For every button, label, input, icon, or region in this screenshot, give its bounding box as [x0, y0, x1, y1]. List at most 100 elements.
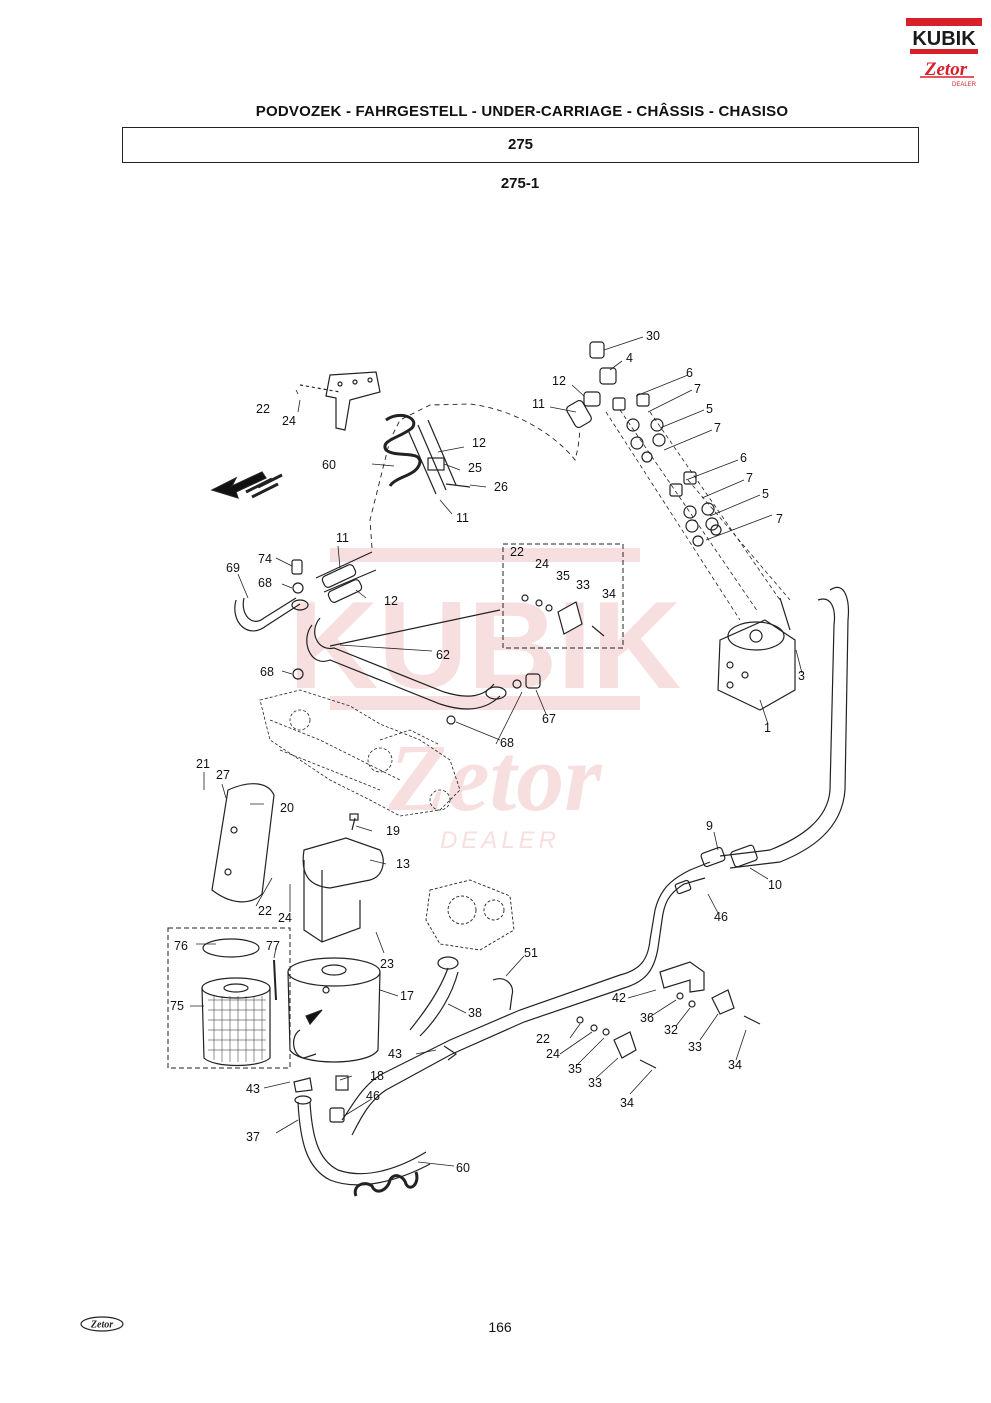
callout-1: 1 — [764, 721, 771, 735]
callout-74: 74 — [258, 552, 272, 566]
callout-22: 22 — [256, 402, 270, 416]
hydraulic-pump — [425, 879, 515, 951]
callout-7d: 7 — [776, 512, 783, 526]
callout-35: 35 — [556, 569, 570, 583]
zetor-footer-logo: Zetor — [80, 1316, 124, 1332]
callout-26: 26 — [494, 480, 508, 494]
callout-22b: 22 — [510, 545, 524, 559]
callout-32: 32 — [664, 1023, 678, 1037]
callout-34: 34 — [602, 587, 616, 601]
callout-46: 46 — [714, 910, 728, 924]
callout-leaders — [190, 336, 803, 1167]
pipe-brackets — [576, 961, 761, 1069]
callout-21: 21 — [196, 757, 210, 771]
zetor-logo-text: Zetor — [924, 59, 968, 80]
watermark-dealer-text: DEALER — [440, 827, 560, 854]
callout-68: 68 — [258, 576, 272, 590]
filter-element-kit — [167, 927, 291, 1069]
callout-17: 17 — [400, 989, 414, 1003]
callout-34c: 34 — [620, 1096, 634, 1110]
callout-6: 6 — [686, 366, 693, 380]
hydraulic-pipes-right — [341, 586, 850, 1136]
callout-11c: 11 — [336, 531, 349, 545]
callout-68c: 68 — [500, 736, 514, 750]
callout-62: 62 — [436, 648, 450, 662]
callout-33: 33 — [576, 578, 590, 592]
page-number: 166 — [488, 1319, 512, 1335]
callout-27: 27 — [216, 768, 230, 782]
callout-43b: 43 — [246, 1082, 260, 1096]
footer-zetor-text: Zetor — [90, 1320, 113, 1331]
callout-24b: 24 — [535, 557, 549, 571]
callout-33c: 33 — [588, 1076, 602, 1090]
callout-11b: 11 — [456, 511, 469, 525]
callout-76: 76 — [174, 939, 188, 953]
direction-arrow-icon — [210, 471, 283, 499]
callout-37: 37 — [246, 1130, 260, 1144]
callout-35b: 35 — [568, 1062, 582, 1076]
callout-77: 77 — [266, 939, 280, 953]
callout-22c: 22 — [258, 904, 272, 918]
callout-33b: 33 — [688, 1040, 702, 1054]
callout-12b: 12 — [472, 436, 486, 450]
callout-12: 12 — [552, 374, 566, 388]
subgroup-number: 275-1 — [500, 175, 540, 192]
callout-46b: 46 — [366, 1089, 380, 1103]
callout-11: 11 — [532, 397, 545, 411]
callout-24d: 24 — [546, 1047, 560, 1061]
callout-6b: 6 — [740, 451, 747, 465]
group-box: 275 — [122, 127, 919, 163]
hose-assembly-62 — [234, 403, 581, 725]
callout-3: 3 — [798, 669, 805, 683]
callout-24: 24 — [282, 414, 296, 428]
callout-18: 18 — [370, 1069, 384, 1083]
dealer-logo-text: DEALER — [952, 82, 977, 88]
callout-42: 42 — [612, 991, 626, 1005]
callout-4: 4 — [626, 351, 633, 365]
callout-7: 7 — [694, 382, 701, 396]
callout-5b: 5 — [762, 487, 769, 501]
callout-22d: 22 — [536, 1032, 550, 1046]
callout-9: 9 — [706, 819, 713, 833]
group-number: 275 — [507, 136, 534, 153]
callout-69: 69 — [226, 561, 240, 575]
callout-numbers: 30 4 12 11 6 7 5 7 6 7 5 7 22 24 12 60 2… — [170, 329, 805, 1175]
callout-30: 30 — [646, 329, 660, 343]
dealer-watermark: KUBIK Zetor DEALER — [289, 548, 682, 854]
callout-13: 13 — [396, 857, 410, 871]
callout-10: 10 — [768, 878, 782, 892]
callout-60b: 60 — [456, 1161, 470, 1175]
callout-12c: 12 — [384, 594, 398, 608]
valve-fittings-group — [566, 341, 791, 621]
kubik-logo-text: KUBIK — [912, 28, 976, 50]
spiral-guard-60-lower — [353, 1171, 419, 1197]
steering-unit — [717, 597, 796, 711]
kubik-zetor-dealer-logo: KUBIK Zetor DEALER — [906, 18, 982, 88]
hydraulic-filter-17 — [287, 957, 381, 1063]
callout-68b: 68 — [260, 665, 274, 679]
upper-bracket — [299, 371, 471, 495]
callout-20: 20 — [280, 801, 294, 815]
page-heading: PODVOZEK - FAHRGESTELL - UNDER-CARRIAGE … — [255, 103, 789, 120]
callout-7c: 7 — [746, 471, 753, 485]
callout-75: 75 — [170, 999, 184, 1013]
callout-67: 67 — [542, 712, 556, 726]
callout-38: 38 — [468, 1006, 482, 1020]
callout-60: 60 — [322, 458, 336, 472]
heat-shield-20 — [211, 783, 275, 903]
callout-7b: 7 — [714, 421, 721, 435]
filter-clamp-bracket-13 — [302, 813, 384, 943]
callout-25: 25 — [468, 461, 482, 475]
callout-5: 5 — [706, 402, 713, 416]
callout-43: 43 — [388, 1047, 402, 1061]
callout-34b: 34 — [728, 1058, 742, 1072]
watermark-kubik-text: KUBIK — [289, 577, 682, 715]
callout-36: 36 — [640, 1011, 654, 1025]
clamp-detail-box — [329, 543, 624, 649]
callout-51: 51 — [524, 946, 538, 960]
callout-23: 23 — [380, 957, 394, 971]
front-axle-frame — [259, 689, 461, 817]
callout-19: 19 — [386, 824, 400, 838]
callout-24c: 24 — [278, 911, 292, 925]
